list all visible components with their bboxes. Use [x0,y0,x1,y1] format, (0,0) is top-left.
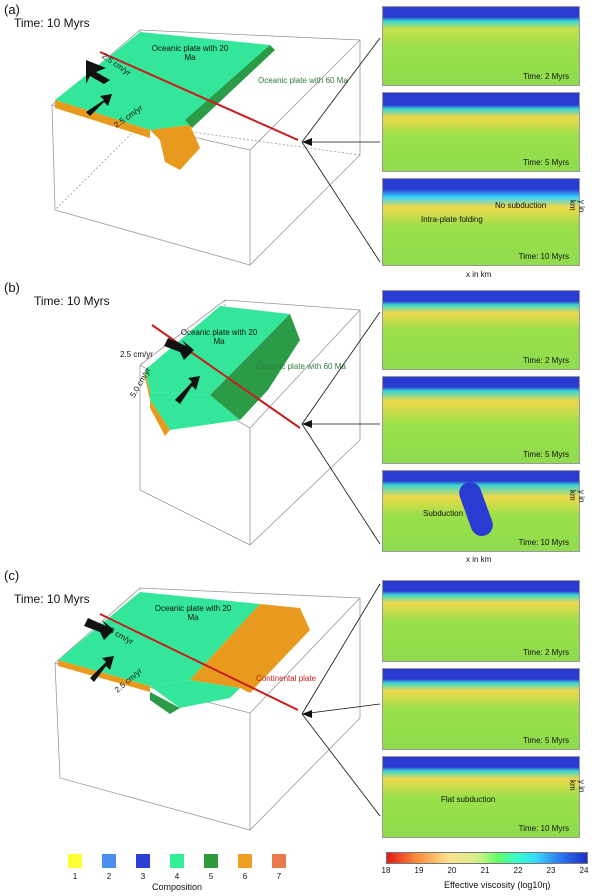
snapshot-time-label: Time: 10 Myrs [518,538,569,547]
viscosity-tick-20: 20 [447,866,457,875]
panel-b-y-axis-label: y in km [568,490,586,503]
panel-b-time-title: Time: 10 Myrs [34,294,110,308]
annotation-subduction: Subduction [423,509,464,518]
panel-b-snapshot-1: Time: 2 Myrs [382,290,580,370]
panel-c-3d-block [54,587,361,831]
composition-swatch-7 [272,854,286,868]
snapshot-time-label: Time: 2 Myrs [523,648,569,657]
panel-c-label: (c) [4,568,20,583]
panel-b-snapshot-2: Time: 5 Myrs [382,376,580,464]
composition-title: Composition [152,882,203,892]
panel-b-snapshot-3: Subduction Time: 10 Myrs [382,470,580,552]
viscosity-tick-18: 18 [381,866,391,875]
panel-a-plate2-label: Oceanic plate with 60 Ma [258,76,348,85]
snapshot-time-label: Time: 2 Myrs [523,356,569,365]
panel-a-x-axis-label: x in km [466,270,492,279]
panel-b-plate1-label: Oceanic plate with 20 Ma [180,328,258,346]
panel-b-label: (b) [4,280,20,295]
snapshot-time-label: Time: 5 Myrs [523,450,569,459]
snapshot-time-label: Time: 5 Myrs [523,736,569,745]
annotation-flat-subduction: Flat subduction [441,795,496,804]
snapshot-time-label: Time: 10 Myrs [518,252,569,261]
composition-label-6: 6 [242,872,248,881]
viscosity-title: Effective viscosity (log10η) [444,880,551,890]
composition-swatch-4 [170,854,184,868]
panel-c-plate2-label: Continental plate [256,674,317,683]
composition-label-7: 7 [276,872,282,881]
panel-a-snapshot-3: Intra-plate folding No subduction Time: … [382,178,580,266]
panel-c-snapshot-2: Time: 5 Myrs [382,668,580,750]
snapshot-time-label: Time: 10 Myrs [518,824,569,833]
composition-label-3: 3 [140,872,146,881]
panel-b-connectors [301,311,381,545]
composition-swatch-2 [102,854,116,868]
composition-swatch-3 [136,854,150,868]
viscosity-tick-21: 21 [480,866,490,875]
panel-b-velocity1: 2.5 cm/yr [120,350,153,359]
composition-swatch-5 [204,854,218,868]
viscosity-tick-23: 23 [546,866,556,875]
panel-a-label: (a) [4,2,20,17]
panel-a-y-axis-label: y in km [568,200,586,213]
panel-a-snapshot-2: Time: 5 Myrs [382,92,580,172]
panel-a-snapshot-1: Time: 2 Myrs [382,6,580,86]
composition-legend: 1 2 3 4 5 6 7 Composition [0,846,360,894]
viscosity-tick-24: 24 [579,866,589,875]
annotation-intra-plate-folding: Intra-plate folding [421,215,483,224]
panel-b-plate2-label: Oceanic plate with 60 Ma [256,362,346,371]
snapshot-time-label: Time: 2 Myrs [523,72,569,81]
panel-c-snapshot-1: Time: 2 Myrs [382,580,580,662]
panel-a-connectors [301,37,381,263]
composition-label-1: 1 [72,872,78,881]
panel-c-time-title: Time: 10 Myrs [14,592,90,606]
composition-label-5: 5 [208,872,214,881]
panel-c-connectors [301,583,381,817]
panel-a-3d-block [51,29,361,266]
composition-swatch-6 [238,854,252,868]
composition-swatch-1 [68,854,82,868]
viscosity-tick-22: 22 [513,866,523,875]
annotation-no-subduction: No subduction [495,201,547,210]
panel-b-3d-block [139,299,361,546]
composition-label-2: 2 [106,872,112,881]
viscosity-colorbar: 18 19 20 21 22 23 24 Effective viscosity… [380,846,596,894]
snapshot-time-label: Time: 5 Myrs [523,158,569,167]
panel-c-snapshot-3: Flat subduction Time: 10 Myrs [382,756,580,838]
panel-c-y-axis-label: y in km [568,780,586,793]
panel-c-plate1-label: Oceanic plate with 20 Ma [154,604,232,622]
viscosity-tick-19: 19 [414,866,424,875]
panel-b-x-axis-label: x in km [466,555,492,564]
panel-a-time-title: Time: 10 Myrs [14,16,90,30]
panel-a-plate1-label: Oceanic plate with 20 Ma [151,44,229,62]
viscosity-gradient [386,852,588,864]
composition-label-4: 4 [174,872,180,881]
